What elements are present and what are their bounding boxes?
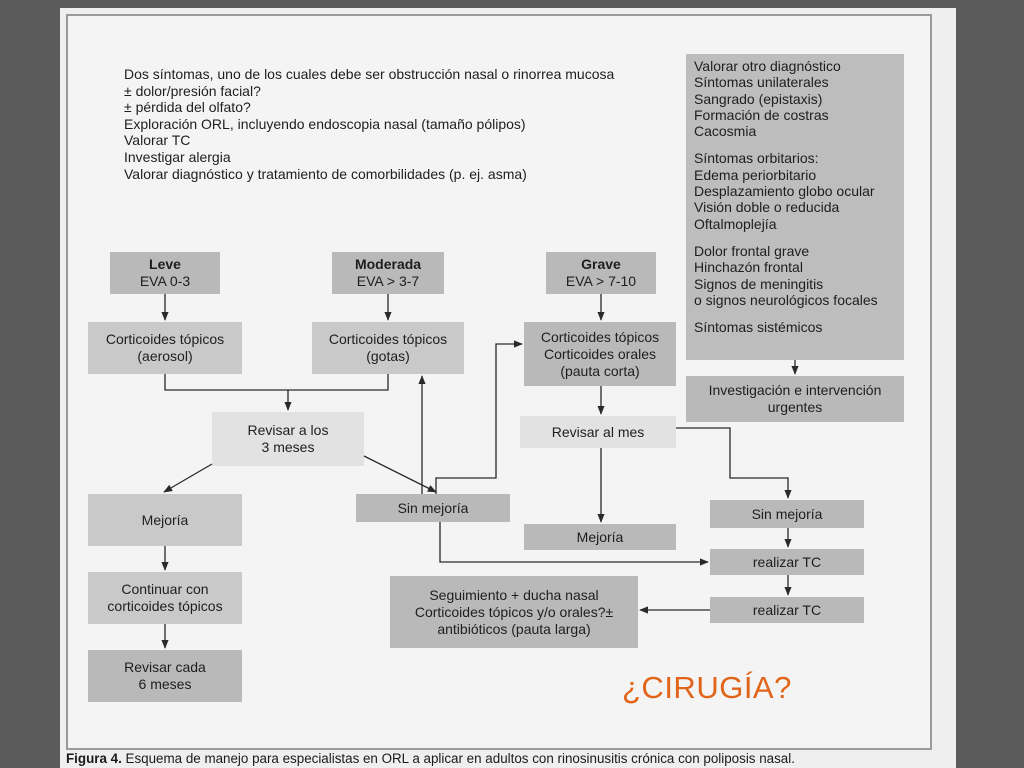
- box-line: (pauta corta): [560, 362, 640, 379]
- box-line: (gotas): [366, 348, 410, 364]
- box-line: Seguimiento + ducha nasal: [429, 586, 599, 603]
- side-line: Dolor frontal grave: [694, 242, 810, 259]
- intro-line: Dos síntomas, uno de los cuales debe ser…: [124, 66, 615, 82]
- side-line: Hinchazón frontal: [694, 259, 803, 276]
- corticoides-orales-box: Corticoides tópicos Corticoides orales (…: [524, 322, 676, 386]
- side-line: Síntomas sistémicos: [694, 319, 823, 336]
- box-line: Investigación e intervención: [708, 382, 882, 398]
- box-line: Continuar con: [121, 581, 209, 597]
- box-line: realizar TC: [752, 553, 822, 570]
- side-line: Formación de costras: [694, 106, 829, 123]
- continuar-corticoides-box: Continuar con corticoides tópicos: [88, 572, 242, 624]
- box-line: Corticoides orales: [543, 345, 657, 362]
- side-line: Edema periorbitario: [694, 166, 817, 183]
- intro-line: Valorar TC: [124, 132, 191, 149]
- box-line: Sin mejoría: [397, 499, 469, 516]
- side-line: Oftalmoplejía: [694, 215, 777, 232]
- sin-mejoria-box: Sin mejoría: [356, 494, 510, 522]
- box-title: Grave: [581, 256, 621, 272]
- intro-line: Investigar alergia: [124, 148, 231, 165]
- investigacion-urgente-box: Investigación e intervención urgentes: [686, 376, 904, 422]
- side-line: Signos de meningitis: [694, 275, 824, 292]
- side-line: Sangrado (epistaxis): [694, 90, 823, 107]
- box-line: corticoides tópicos: [107, 598, 223, 614]
- box-line: 6 meses: [138, 676, 192, 692]
- box-sub: EVA > 7-10: [565, 273, 637, 289]
- caption-label: Figura 4.: [66, 751, 122, 766]
- corticoides-gotas-box: Corticoides tópicos (gotas): [312, 322, 464, 374]
- corticoides-aerosol-box: Corticoides tópicos (aerosol): [88, 322, 242, 374]
- caption-text: Esquema de manejo para especialistas en …: [121, 751, 795, 766]
- side-line: Síntomas unilaterales: [694, 74, 829, 91]
- box-line: Revisar a los: [247, 422, 329, 438]
- box-line: Mejoría: [576, 528, 624, 545]
- box-line: Corticoides tópicos: [105, 331, 225, 347]
- box-line: 3 meses: [261, 439, 315, 455]
- sin-mejoria-grave-box: Sin mejoría: [710, 500, 864, 528]
- box-line: Revisar al mes: [551, 423, 645, 440]
- box-line: Corticoides tópicos: [540, 328, 660, 345]
- box-sub: EVA 0-3: [139, 273, 191, 289]
- side-line: o signos neurológicos focales: [694, 291, 878, 308]
- side-line: Cacosmia: [694, 123, 757, 140]
- side-line: Desplazamiento globo ocular: [694, 183, 875, 200]
- realizar-tc-box-2: realizar TC: [710, 597, 864, 623]
- intro-line: ± pérdida del olfato?: [124, 99, 251, 116]
- grave-box: Grave EVA > 7-10: [546, 252, 656, 294]
- box-title: Leve: [149, 256, 181, 272]
- intro-line: Valorar diagnóstico y tratamiento de com…: [124, 165, 527, 182]
- box-line: realizar TC: [752, 601, 822, 618]
- seguimiento-box: Seguimiento + ducha nasal Corticoides tó…: [390, 576, 638, 648]
- cirugia-annotation: ¿CIRUGÍA?: [622, 670, 792, 705]
- box-line: antibióticos (pauta larga): [437, 620, 591, 637]
- figure-caption: Figura 4. Esquema de manejo para especia…: [66, 751, 795, 766]
- box-line: Corticoides tópicos: [328, 331, 448, 347]
- intro-line: Exploración ORL, incluyendo endoscopia n…: [124, 115, 526, 132]
- box-line: urgentes: [767, 399, 823, 415]
- box-line: Sin mejoría: [751, 505, 823, 522]
- box-line: Revisar cada: [124, 659, 206, 675]
- box-line: (aerosol): [137, 348, 193, 364]
- mejoria-grave-box: Mejoría: [524, 524, 676, 550]
- warning-signs-panel: Valorar otro diagnóstico Síntomas unilat…: [686, 54, 904, 360]
- mejoria-box: Mejoría: [88, 494, 242, 546]
- box-sub: EVA > 3-7: [356, 273, 420, 289]
- leve-box: Leve EVA 0-3: [110, 252, 220, 294]
- side-line: Síntomas orbitarios:: [694, 150, 819, 167]
- intro-line: ± dolor/presión facial?: [124, 82, 261, 99]
- revisar-6-meses-box: Revisar cada 6 meses: [88, 650, 242, 702]
- moderada-box: Moderada EVA > 3-7: [332, 252, 444, 294]
- side-line: Valorar otro diagnóstico: [694, 58, 841, 74]
- box-line: Mejoría: [141, 511, 189, 528]
- revisar-3-meses-box: Revisar a los 3 meses: [212, 412, 364, 466]
- box-line: Corticoides tópicos y/o orales?±: [414, 603, 614, 620]
- box-title: Moderada: [354, 256, 422, 272]
- side-line: Visión doble o reducida: [694, 199, 840, 216]
- intro-criteria: Dos síntomas, uno de los cuales debe ser…: [124, 66, 684, 182]
- realizar-tc-box: realizar TC: [710, 549, 864, 575]
- revisar-al-mes-box: Revisar al mes: [520, 416, 676, 448]
- figure-page: Dos síntomas, uno de los cuales debe ser…: [60, 8, 956, 768]
